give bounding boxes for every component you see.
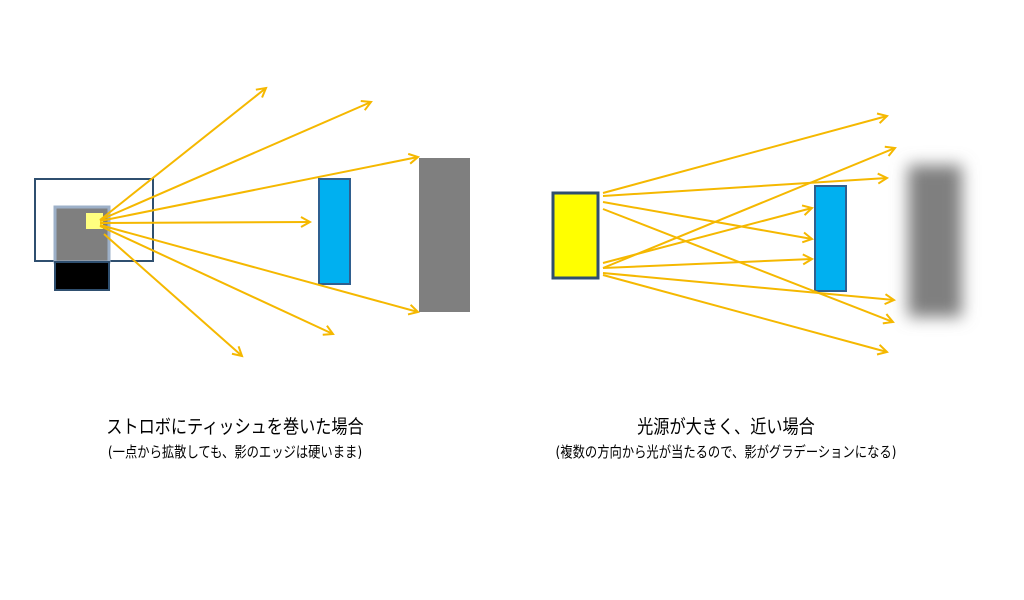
ray (602, 148, 895, 269)
left-rays (99, 88, 418, 356)
subject-right (814, 185, 847, 292)
left-caption: ストロボにティッシュを巻いた場合 (一点から拡散しても、影のエッジは硬いまま) (35, 412, 435, 462)
right-title: 光源が大きく、近い場合 (637, 416, 815, 438)
ray (99, 224, 418, 312)
right-subtitle: (複数の方向から光が当たるので、影がグラデーションになる) (555, 443, 897, 461)
right-caption: 光源が大きく、近い場合 (複数の方向から光が当たるので、影がグラデーションになる… (476, 412, 976, 462)
ray (602, 259, 812, 269)
ray (602, 178, 887, 197)
ray (602, 116, 887, 194)
ray (99, 102, 371, 221)
ray (99, 225, 333, 334)
subject-left (318, 178, 351, 285)
ray (99, 157, 418, 222)
right-rays (602, 116, 895, 352)
ray (103, 233, 242, 356)
soft-shadow (908, 165, 962, 317)
strobe-light-source (86, 213, 103, 229)
ray (602, 201, 812, 239)
hard-shadow (419, 158, 470, 312)
large-light-source (551, 191, 600, 280)
left-subtitle: (一点から拡散しても、影のエッジは硬いまま) (107, 443, 363, 461)
ray (602, 274, 887, 352)
ray (99, 88, 266, 221)
ray (602, 272, 894, 300)
ray (99, 222, 310, 223)
ray (602, 208, 893, 322)
strobe-body (54, 261, 110, 291)
left-title: ストロボにティッシュを巻いた場合 (106, 416, 364, 438)
